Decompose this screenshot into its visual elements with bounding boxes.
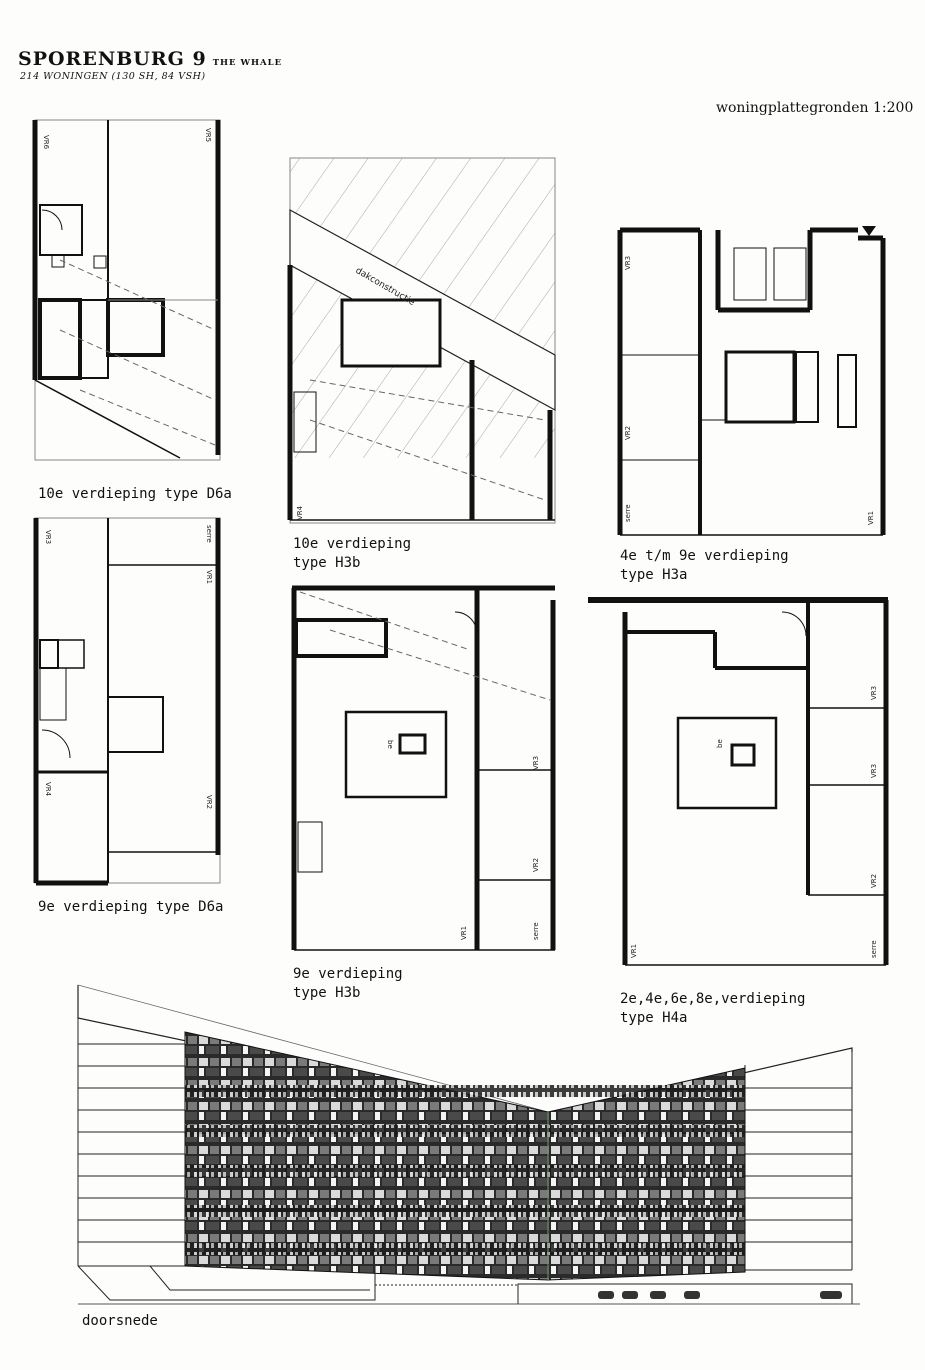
- vr5-label: VR5: [204, 128, 212, 142]
- vr3-label: VR3: [624, 256, 632, 270]
- caption-line: 4e t/m 9e verdieping: [620, 548, 789, 564]
- h3b-be-label: be: [386, 740, 394, 749]
- caption-line: type H4a: [620, 1010, 688, 1026]
- caption-10e-d6a: 10e verdieping type D6a: [38, 485, 232, 504]
- building-section: [77, 984, 860, 1305]
- serre-label: serre: [624, 504, 632, 522]
- title-text: SPORENBURG 9: [18, 48, 207, 70]
- plan-9e-h3b: be VR3 VR2 VR1 serre: [291, 585, 556, 951]
- caption-line: type H3b: [293, 555, 361, 571]
- caption-line: 2e,4e,6e,8e,verdieping: [620, 991, 806, 1007]
- h4a-vr1-label: VR1: [630, 944, 638, 958]
- caption-9e-d6a: 9e verdieping type D6a: [38, 898, 223, 917]
- caption-section: doorsnede: [82, 1313, 158, 1329]
- caption-line: type H3b: [293, 985, 361, 1001]
- vr1-label: VR1: [867, 511, 875, 525]
- plan-4e-9e-h3a: VR3 VR2 serre VR1: [617, 226, 886, 536]
- plan-10e-h3b: dakconstructie VR4: [287, 157, 556, 524]
- units-note: 214 WONINGEN (130 SH, 84 VSH): [20, 71, 206, 82]
- d6a-vr1-label: VR1: [205, 570, 213, 584]
- plan-2e-8e-h4a: be VR3 VR3 VR2 serre VR1: [588, 597, 889, 966]
- h4a-be-label: be: [716, 739, 724, 748]
- scale-note: woningplattegronden 1:200: [716, 100, 914, 116]
- d6a-serre-label: serre: [205, 525, 213, 543]
- h4a-serre-label: serre: [870, 940, 878, 958]
- h3b-vr1-label: VR1: [460, 926, 468, 940]
- h3b-vr2-label: VR2: [532, 858, 540, 872]
- caption-line: 10e verdieping type D6a: [38, 486, 232, 502]
- caption-9e-h3b: 9e verdieping type H3b: [293, 965, 403, 1003]
- h3b-vr3-label: VR3: [532, 756, 540, 770]
- d6a-vr3-label: VR3: [44, 530, 52, 544]
- caption-2e-8e-h4a: 2e,4e,6e,8e,verdieping type H4a: [620, 990, 805, 1028]
- page-title: SPORENBURG 9 THE WHALE: [18, 48, 282, 70]
- vr4-label: VR4: [296, 505, 304, 520]
- plan-10e-d6a: VR6 VR5: [32, 119, 221, 461]
- h3b-serre-label: serre: [532, 922, 540, 940]
- caption-line: 9e verdieping: [293, 966, 403, 982]
- h4a-vr3b-label: VR3: [870, 764, 878, 778]
- caption-line: 10e verdieping: [293, 536, 412, 552]
- plan-9e-d6a: VR3 VR4 VR1 VR2 serre: [33, 517, 221, 886]
- h4a-vr2-label: VR2: [870, 874, 878, 888]
- vr6-label: VR6: [42, 135, 50, 150]
- caption-4e-9e-h3a: 4e t/m 9e verdieping type H3a: [620, 547, 789, 585]
- subtitle-text: THE WHALE: [212, 58, 283, 68]
- entrance-arrow-icon: [862, 226, 876, 236]
- caption-10e-h3b: 10e verdieping type H3b: [293, 535, 411, 573]
- caption-line: 9e verdieping type D6a: [38, 899, 224, 915]
- vr2-label: VR2: [624, 426, 632, 440]
- d6a-vr4-label: VR4: [44, 782, 52, 797]
- h4a-vr3a-label: VR3: [870, 686, 878, 700]
- caption-line: type H3a: [620, 567, 688, 583]
- d6a-vr2-label: VR2: [205, 795, 213, 809]
